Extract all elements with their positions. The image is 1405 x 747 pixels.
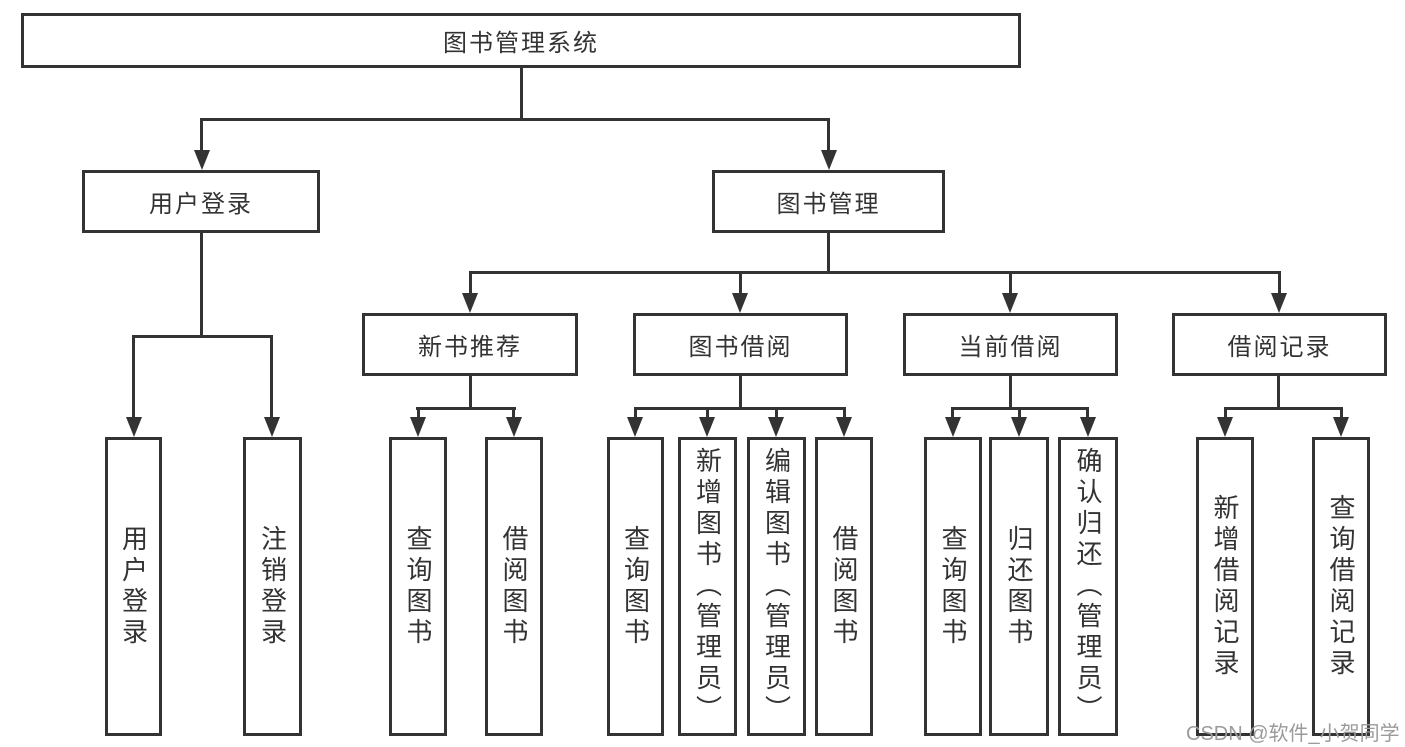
connector-new-book-rail bbox=[416, 407, 516, 410]
arrowhead bbox=[627, 417, 643, 437]
node-label: 用户登录 bbox=[118, 524, 149, 649]
arrowhead-leaf-user-login bbox=[126, 417, 142, 437]
leaf-logout: 注销登录 bbox=[243, 437, 302, 736]
leaf-query-books-current: 查询图书 bbox=[924, 437, 982, 736]
node-label: 查询图书 bbox=[403, 524, 433, 649]
arrowhead-leaf-logout bbox=[264, 417, 280, 437]
leaf-edit-books-admin: 编辑图书（管理员） bbox=[747, 437, 806, 736]
connector-new-book-stem bbox=[469, 376, 472, 409]
arrowhead bbox=[768, 417, 784, 437]
node-label: 确认归还（管理员） bbox=[1073, 447, 1103, 726]
node-label: 查询借阅记录 bbox=[1326, 493, 1356, 680]
node-label: 借阅图书 bbox=[829, 524, 859, 649]
node-label: 查询图书 bbox=[938, 524, 968, 649]
connector-drop-new-book bbox=[469, 271, 472, 295]
connector-drop bbox=[1340, 407, 1343, 419]
connector-drop bbox=[951, 407, 954, 419]
connector-borrowing-records-stem bbox=[1277, 376, 1280, 409]
connector-drop bbox=[706, 407, 709, 419]
node-label: 新书推荐 bbox=[418, 334, 522, 361]
arrowhead bbox=[1011, 417, 1027, 437]
arrowhead-new-book bbox=[462, 293, 478, 313]
node-label: 图书借阅 bbox=[688, 334, 793, 361]
node-label: 图书管理 bbox=[776, 191, 881, 218]
leaf-borrow-books-recommend: 借阅图书 bbox=[485, 437, 543, 736]
node-new-book-recommendation: 新书推荐 bbox=[362, 313, 578, 376]
leaf-query-books-borrowing: 查询图书 bbox=[607, 437, 664, 736]
node-label: 用户登录 bbox=[149, 191, 253, 218]
leaf-borrow-books: 借阅图书 bbox=[815, 437, 873, 736]
arrowhead-borrowing-records bbox=[1271, 293, 1287, 313]
node-label: 注销登录 bbox=[257, 524, 288, 649]
connector-drop bbox=[843, 407, 846, 419]
arrowhead bbox=[410, 417, 426, 437]
node-label: 借阅记录 bbox=[1227, 334, 1332, 361]
connector-drop-book-borrowing bbox=[739, 271, 742, 295]
node-label: 借阅图书 bbox=[499, 524, 529, 649]
leaf-user-login: 用户登录 bbox=[105, 437, 162, 736]
node-label: 新增借阅记录 bbox=[1210, 493, 1240, 680]
connector-user-login-rail bbox=[132, 335, 273, 338]
connector-drop-current-borrowing bbox=[1009, 271, 1012, 295]
node-label: 归还图书 bbox=[1004, 524, 1034, 649]
node-user-login: 用户登录 bbox=[82, 170, 320, 233]
connector-drop bbox=[417, 407, 420, 419]
leaf-confirm-return-admin: 确认归还（管理员） bbox=[1058, 437, 1118, 736]
node-label: 编辑图书（管理员） bbox=[761, 447, 792, 726]
node-label: 当前借阅 bbox=[958, 334, 1063, 361]
connector-drop bbox=[634, 407, 637, 419]
connector-drop bbox=[1018, 407, 1021, 419]
arrowhead-book-borrowing bbox=[732, 293, 748, 313]
connector-root-stem bbox=[520, 68, 523, 118]
connector-user-login-stem bbox=[200, 233, 203, 335]
arrowhead-user-login bbox=[194, 150, 210, 170]
node-current-borrowing: 当前借阅 bbox=[903, 313, 1118, 376]
connector-drop-user-login bbox=[200, 118, 203, 152]
connector-drop-borrowing-records bbox=[1278, 271, 1281, 295]
node-book-borrowing: 图书借阅 bbox=[633, 313, 848, 376]
arrowhead bbox=[1080, 417, 1096, 437]
csdn-watermark: CSDN @软件_小贺同学 bbox=[1186, 723, 1400, 745]
connector-root-rail bbox=[200, 118, 830, 121]
connector-drop-book-management bbox=[827, 118, 830, 152]
arrowhead bbox=[945, 417, 961, 437]
connector-borrowing-records-rail bbox=[1224, 407, 1342, 410]
leaf-return-books: 归还图书 bbox=[989, 437, 1049, 736]
node-borrowing-records: 借阅记录 bbox=[1172, 313, 1387, 376]
connector-current-borrowing-stem bbox=[1009, 376, 1012, 409]
arrowhead bbox=[1217, 417, 1233, 437]
connector-drop bbox=[775, 407, 778, 419]
leaf-add-borrowing-record: 新增借阅记录 bbox=[1196, 437, 1254, 736]
connector-drop-leaf-logout bbox=[270, 335, 273, 419]
node-label: 查询图书 bbox=[620, 524, 651, 649]
connector-drop bbox=[1086, 407, 1089, 419]
leaf-query-books-recommend: 查询图书 bbox=[389, 437, 447, 736]
node-library-management-system: 图书管理系统 bbox=[21, 13, 1021, 68]
connector-drop-leaf-user-login bbox=[132, 335, 135, 419]
connector-book-borrowing-rail bbox=[634, 407, 845, 410]
node-label: 图书管理系统 bbox=[443, 30, 599, 57]
connector-book-management-stem bbox=[827, 233, 830, 274]
leaf-add-books-admin: 新增图书（管理员） bbox=[678, 437, 737, 736]
arrowhead-current-borrowing bbox=[1002, 293, 1018, 313]
arrowhead bbox=[836, 417, 852, 437]
leaf-query-borrowing-record: 查询借阅记录 bbox=[1312, 437, 1370, 736]
node-label: 新增图书（管理员） bbox=[692, 447, 723, 726]
connector-book-borrowing-stem bbox=[739, 376, 742, 409]
arrowhead bbox=[506, 417, 522, 437]
connector-drop bbox=[512, 407, 515, 419]
connector-book-management-rail bbox=[469, 271, 1281, 274]
node-book-management: 图书管理 bbox=[712, 170, 945, 233]
arrowhead bbox=[1333, 417, 1349, 437]
arrowhead bbox=[699, 417, 715, 437]
connector-drop bbox=[1224, 407, 1227, 419]
arrowhead-book-management bbox=[821, 150, 837, 170]
